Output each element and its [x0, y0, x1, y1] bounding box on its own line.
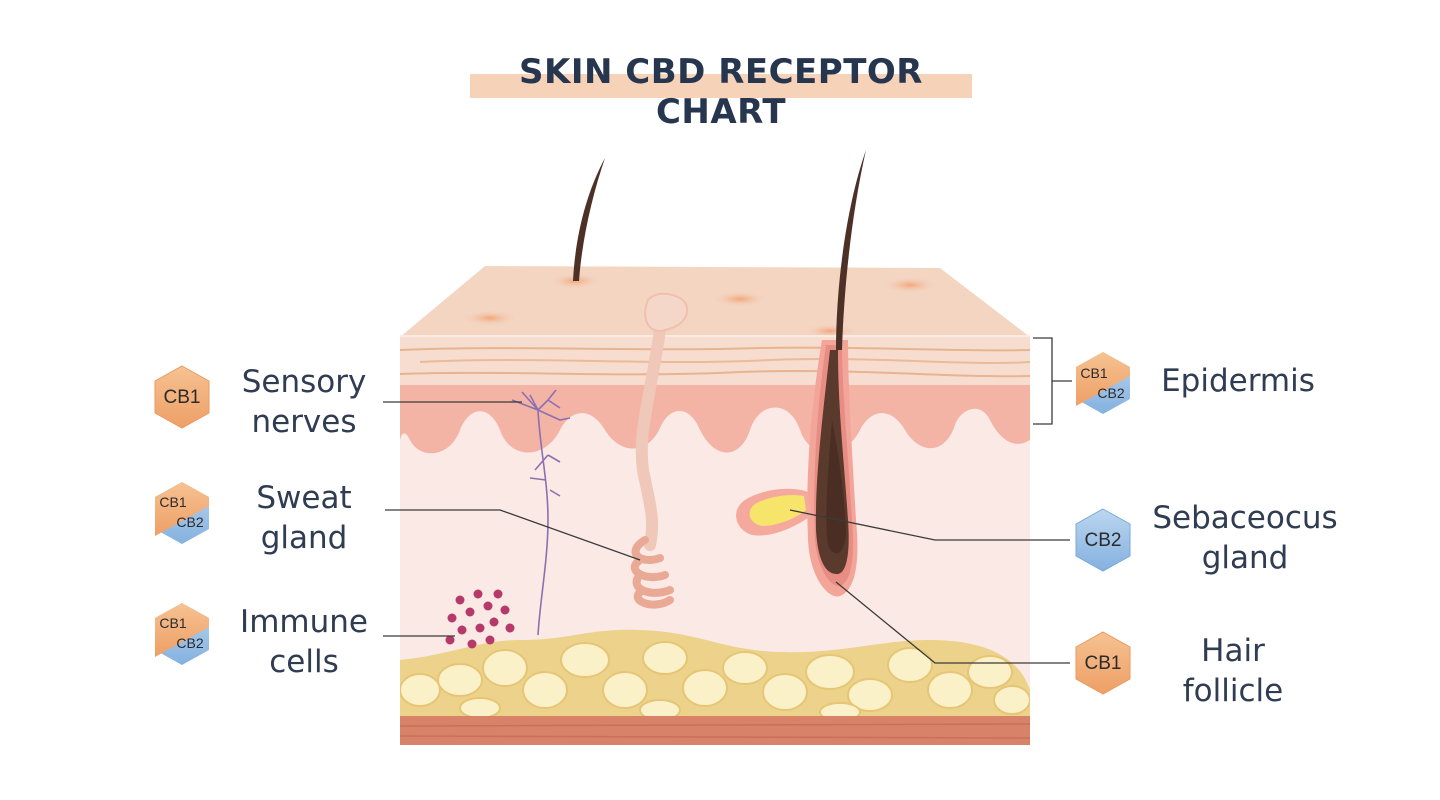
leader-lines: [383, 337, 1072, 664]
label-line: Hair: [1201, 633, 1265, 669]
label-immune-cells: Immune cells: [224, 602, 384, 682]
badge-label-cb1: CB1: [159, 494, 186, 510]
cb2-badge-sebaceous: CB2: [1075, 508, 1131, 572]
badge-label: CB1: [1085, 653, 1122, 674]
label-hair-follicle: Hair follicle: [1148, 631, 1318, 711]
label-line: Epidermis: [1161, 363, 1315, 399]
label-line: Sweat: [256, 480, 352, 516]
label-line: gland: [1201, 540, 1289, 576]
title-block: SKIN CBD RECEPTOR CHART: [470, 52, 972, 132]
badge-label-cb1: CB1: [159, 615, 186, 631]
badge-label-cb2: CB2: [176, 635, 203, 651]
label-epidermis: Epidermis: [1148, 361, 1328, 401]
badge-label-cb1: CB1: [1080, 365, 1107, 381]
badge-label-cb2: CB2: [176, 514, 203, 530]
label-sebaceous-gland: Sebaceocus gland: [1140, 498, 1350, 578]
hair-strand: [573, 158, 605, 281]
epidermis-layer: [400, 385, 1030, 454]
cb1-cb2-badge-epidermis: CB1 CB2: [1076, 352, 1130, 414]
cb1-cb2-badge-sweat: CB1 CB2: [155, 482, 209, 544]
label-line: Sebaceocus: [1152, 500, 1338, 536]
cb1-cb2-badge-immune: CB1 CB2: [155, 603, 209, 665]
label-sweat-gland: Sweat gland: [224, 478, 384, 558]
label-sensory-nerves: Sensory nerves: [224, 362, 384, 442]
badge-label-cb2: CB2: [1097, 385, 1124, 401]
page-title: SKIN CBD RECEPTOR CHART: [519, 52, 923, 132]
immune-cells: [445, 589, 515, 649]
label-line: nerves: [251, 404, 357, 440]
cb1-badge-sensory: CB1: [154, 365, 210, 429]
sweat-gland: [630, 292, 689, 609]
hair-follicle: [736, 150, 866, 597]
title-highlight: [470, 74, 972, 98]
badge-label: CB2: [1085, 530, 1122, 551]
label-line: Immune: [240, 604, 368, 640]
label-line: gland: [260, 520, 348, 556]
sensory-nerve: [511, 389, 571, 636]
label-line: follicle: [1182, 673, 1284, 709]
label-line: cells: [269, 644, 339, 680]
cb1-badge-hair: CB1: [1075, 631, 1131, 695]
label-line: Sensory: [241, 364, 367, 400]
badge-label: CB1: [164, 387, 201, 408]
